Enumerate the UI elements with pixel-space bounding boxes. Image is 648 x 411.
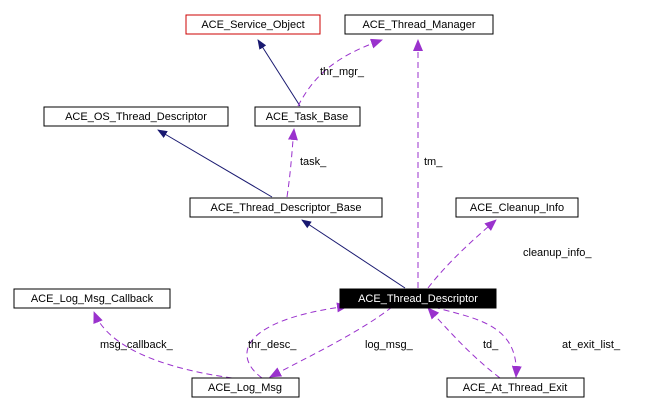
node-thread-descriptor-base-label: ACE_Thread_Descriptor_Base: [210, 202, 361, 214]
node-service-object[interactable]: ACE_Service_Object: [185, 14, 321, 35]
edge-thread-descriptor-base-to-os-thread-descriptor: [157, 129, 273, 198]
inheritance-edges: [157, 39, 406, 289]
node-log-msg-label: ACE_Log_Msg: [208, 382, 282, 394]
node-thread-descriptor-label: ACE_Thread_Descriptor: [358, 293, 478, 305]
edge-td: [427, 307, 501, 379]
label-thr-desc: thr_desc_: [248, 339, 297, 351]
edge-at-exit-list: [433, 306, 522, 378]
node-thread-descriptor[interactable]: ACE_Thread_Descriptor: [339, 288, 497, 309]
label-thr-mgr: thr_mgr_: [320, 66, 365, 78]
node-at-thread-exit[interactable]: ACE_At_Thread_Exit: [446, 377, 585, 398]
node-cleanup-info[interactable]: ACE_Cleanup_Info: [455, 197, 579, 218]
edge-cleanup-info: [427, 219, 497, 289]
edge-msg-callback: [93, 311, 233, 379]
node-log-msg-callback-label: ACE_Log_Msg_Callback: [31, 293, 154, 305]
node-thread-descriptor-base[interactable]: ACE_Thread_Descriptor_Base: [189, 197, 383, 218]
node-thread-manager[interactable]: ACE_Thread_Manager: [344, 14, 494, 35]
label-at-exit-list: at_exit_list_: [562, 339, 621, 351]
edge-log-msg: [269, 306, 393, 378]
edge-thr-mgr: [297, 38, 383, 107]
node-cleanup-info-label: ACE_Cleanup_Info: [470, 202, 564, 214]
node-task-base-label: ACE_Task_Base: [266, 111, 349, 123]
label-task: task_: [300, 156, 327, 168]
edge-thread-descriptor-to-thread-descriptor-base: [301, 219, 406, 289]
node-os-thread-descriptor-label: ACE_OS_Thread_Descriptor: [65, 111, 207, 123]
node-thread-manager-label: ACE_Thread_Manager: [362, 19, 475, 31]
node-os-thread-descriptor[interactable]: ACE_OS_Thread_Descriptor: [43, 106, 229, 127]
edge-task-base-to-service-object: [257, 39, 301, 107]
edge-task: [286, 128, 298, 198]
node-service-object-label: ACE_Service_Object: [201, 19, 304, 31]
label-cleanup-info: cleanup_info_: [523, 247, 592, 259]
node-task-base[interactable]: ACE_Task_Base: [254, 106, 361, 127]
edge-thr-desc: [246, 302, 349, 379]
label-msg-callback: msg_callback_: [100, 339, 174, 351]
edge-labels: thr_mgr_ task_ tm_ cleanup_info_ msg_cal…: [100, 66, 621, 351]
node-log-msg[interactable]: ACE_Log_Msg: [191, 377, 300, 398]
label-tm: tm_: [424, 156, 443, 168]
label-log-msg: log_msg_: [365, 339, 414, 351]
node-at-thread-exit-label: ACE_At_Thread_Exit: [463, 382, 568, 394]
usage-edges: [93, 38, 522, 379]
node-log-msg-callback[interactable]: ACE_Log_Msg_Callback: [13, 288, 171, 309]
label-td: td_: [483, 339, 499, 351]
